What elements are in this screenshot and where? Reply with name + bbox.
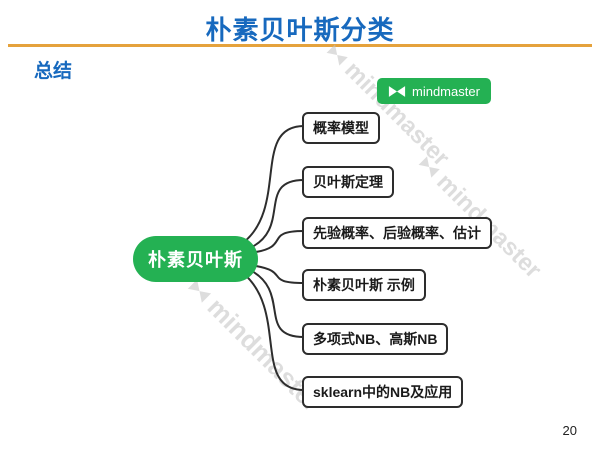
connector-line — [255, 230, 305, 253]
connector-line — [243, 125, 305, 243]
mindmap-branch-node: 多项式NB、高斯NB — [302, 323, 449, 355]
mindmaster-logo-icon — [388, 85, 406, 98]
mindmap-branch-node: sklearn中的NB及应用 — [302, 376, 464, 408]
mindmap-branch-node: 朴素贝叶斯 示例 — [302, 269, 426, 301]
mindmap-branch-node: 先验概率、后验概率、估计 — [302, 217, 492, 249]
mindmaster-badge: mindmaster — [377, 78, 491, 104]
mindmap-branch-node: 概率模型 — [302, 112, 380, 144]
page-title: 朴素贝叶斯分类 — [205, 15, 395, 45]
title-divider — [8, 44, 592, 47]
mindmap-branch-node: 贝叶斯定理 — [302, 166, 394, 198]
mindmaster-badge-label: mindmaster — [412, 83, 480, 99]
connector-line — [243, 273, 305, 391]
mindmap-root-node: 朴素贝叶斯 — [133, 236, 258, 282]
page-number: 20 — [562, 423, 577, 438]
connector-line — [255, 265, 305, 284]
section-label: 总结 — [34, 61, 73, 82]
connector-line — [249, 179, 305, 249]
connector-line — [249, 269, 305, 338]
